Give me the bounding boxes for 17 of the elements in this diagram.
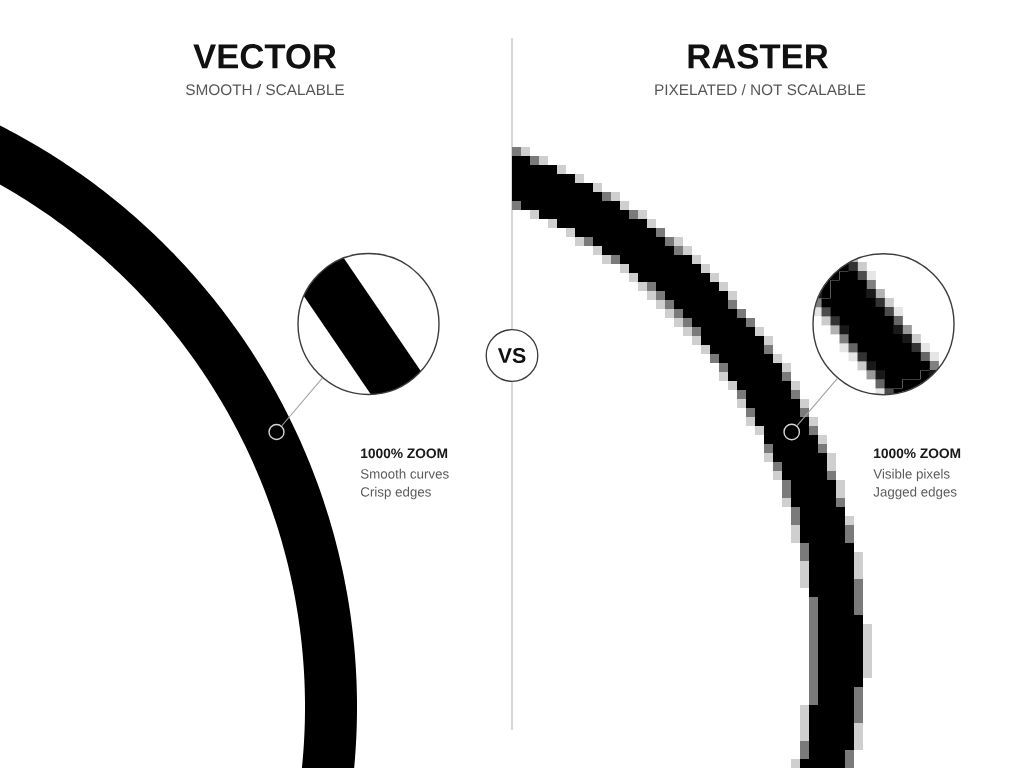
column-title: VECTOR xyxy=(193,44,337,69)
magnifier-lens xyxy=(812,253,955,396)
zoom-point-marker xyxy=(268,423,285,441)
feature-text: Smooth curves xyxy=(360,468,449,479)
leader-line xyxy=(796,377,838,427)
column-subtitle: PIXELATED / NOT SCALABLE xyxy=(655,83,866,96)
zoom-level-text: 1000% ZOOM xyxy=(874,448,961,459)
feature-text: Crisp edges xyxy=(360,486,431,500)
column-title: RASTER xyxy=(688,44,829,69)
feature-text: Visible pixels xyxy=(873,468,950,482)
leader-line xyxy=(281,377,323,427)
column-subtitle: SMOOTH / SCALABLE xyxy=(186,83,344,96)
feature-text: Jagged edges xyxy=(873,486,957,500)
zoom-point-marker xyxy=(783,423,801,441)
zoom-level-text: 1000% ZOOM xyxy=(361,448,448,459)
vs-badge: VS xyxy=(485,329,539,382)
magnifier-lens xyxy=(297,252,440,396)
